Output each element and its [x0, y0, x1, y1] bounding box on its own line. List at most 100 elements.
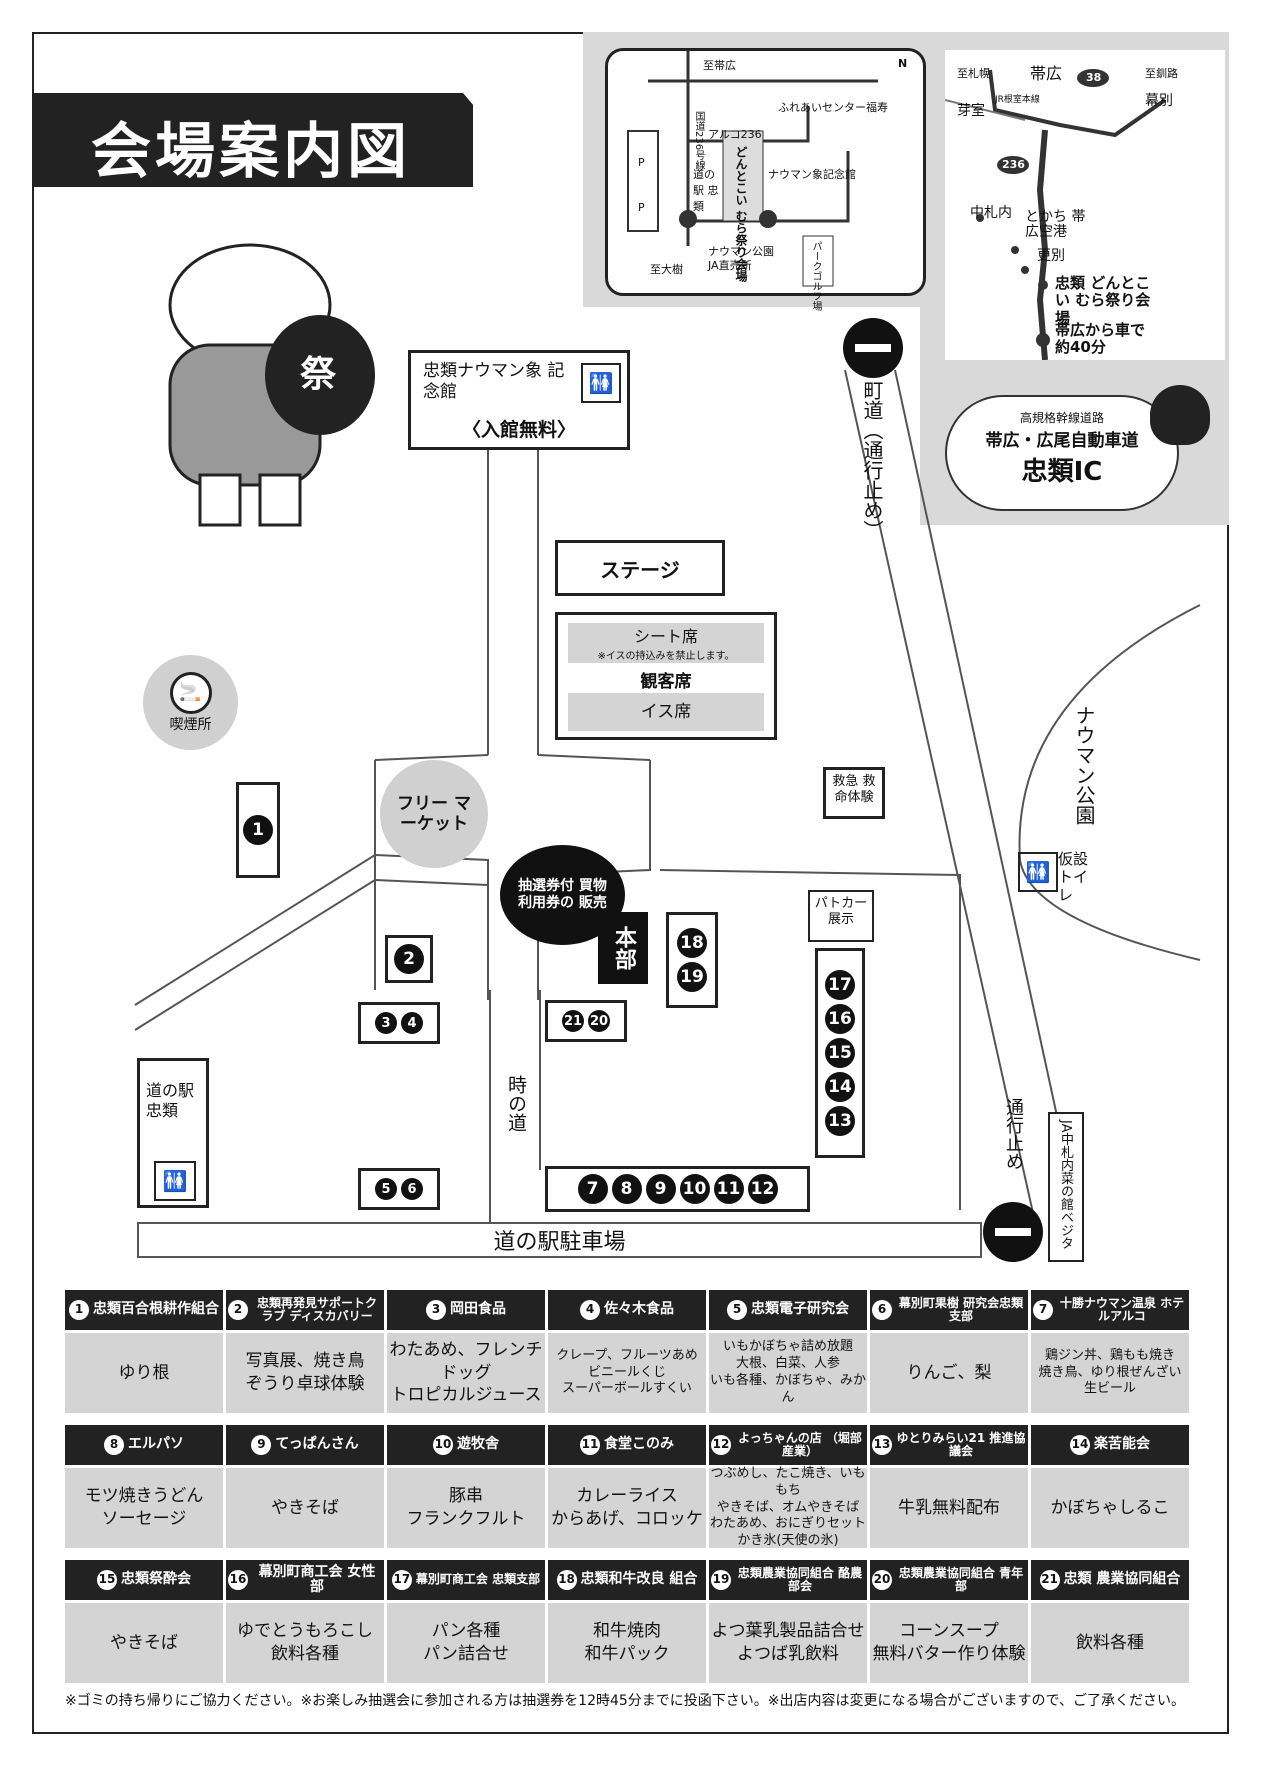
- booth-number: 16: [228, 1570, 248, 1590]
- area-kushiro: 至釧路: [1145, 67, 1178, 80]
- booth-number: 17: [391, 1570, 412, 1590]
- booth-number: 6: [872, 1300, 892, 1320]
- fan-text: 祭: [300, 354, 337, 395]
- flea-label: フリー マーケット: [397, 793, 471, 834]
- booth-items: よつ葉乳製品詰合せ よつば乳飲料: [709, 1603, 867, 1683]
- access-map: 至帯広 至大樹 国道236号線 ふれあいセンター福寿 アルコ236 道の駅 忠類…: [605, 48, 926, 311]
- parking-label: 道の駅駐車場: [493, 1230, 626, 1255]
- booth-number: 9: [251, 1435, 272, 1455]
- route-38-badge: 38: [1086, 71, 1102, 84]
- booth-number: 20: [872, 1570, 892, 1590]
- patrol-label: パトカー 展示: [814, 896, 868, 927]
- parking-bar: 道の駅駐車場: [137, 1222, 982, 1258]
- booth-items: カレーライス からあげ、コロッケ: [548, 1468, 706, 1548]
- seat-note: ※イスの持込みを禁止します。: [597, 651, 735, 662]
- parking-icon: P: [638, 156, 645, 169]
- smoking-icon: 🚬: [169, 671, 212, 714]
- booth-number: 10: [433, 1435, 453, 1455]
- booth-number: 11: [580, 1435, 600, 1455]
- booth-name: エルパソ: [128, 1436, 184, 1453]
- booth-number: 14: [1070, 1435, 1090, 1455]
- booth-number: 15: [97, 1570, 117, 1590]
- booth-card-20: 20 忠類農業協同組合 青年部コーンスープ 無料バター作り体験: [870, 1560, 1028, 1683]
- area-map-roads: [945, 69, 1167, 360]
- booth-number: 13: [872, 1435, 892, 1455]
- booth-number: 4: [580, 1300, 600, 1320]
- booth-name: 十勝ナウマン温泉 ホテルアルコ: [1059, 1295, 1185, 1323]
- road-closed-icon: [983, 1202, 1043, 1262]
- ic-line2: 帯広・広尾自動車道: [985, 431, 1139, 451]
- booth-number: 5: [727, 1300, 747, 1320]
- parking-icon: P: [638, 201, 645, 214]
- area-nakasatsunai: 中札内: [970, 205, 1012, 221]
- machi-road-label: 町道（通行止め）: [860, 380, 884, 540]
- booth-items: やきそば: [65, 1603, 223, 1683]
- mascot-crow-icon: [1150, 385, 1210, 445]
- booth-items: コーンスープ 無料バター作り体験: [870, 1603, 1028, 1683]
- booth-name: 忠類祭酔会: [121, 1571, 191, 1588]
- access-park: ナウマン公園: [708, 245, 774, 258]
- smoking-label: 喫煙所: [169, 716, 212, 733]
- booth-name: 楽苦能会: [1094, 1436, 1150, 1453]
- ic-line1: 高規格幹線道路: [1019, 411, 1104, 425]
- booth-items: やきそば: [226, 1468, 384, 1548]
- museum-box: 忠類ナウマン象 記念館 〈入館無料〉 🚻: [408, 350, 630, 450]
- booth-name: 忠類再発見サポートクラブ ディスカバリー: [256, 1295, 377, 1323]
- booth-2[interactable]: 2: [385, 935, 433, 983]
- booth-name: 忠類農業協同組合 青年部: [898, 1565, 1024, 1593]
- access-station: 道の駅 忠類: [693, 168, 719, 213]
- booth-name: 忠類百合根耕作組合: [93, 1301, 219, 1318]
- access-arco: アルコ236: [708, 128, 762, 141]
- booth-header: 6 幕別町果樹 研究会忠類支部: [870, 1290, 1028, 1330]
- audience-label: 観客席: [568, 667, 764, 692]
- booth-items: モツ焼きうどん ソーセージ: [65, 1468, 223, 1548]
- booth-items: わたあめ、フレンチドッグ トロピカルジュース: [387, 1333, 545, 1413]
- booth-items: クレープ、フルーツあめ ビニールくじ スーパーボールすくい: [548, 1333, 706, 1413]
- booth-card-6: 6 幕別町果樹 研究会忠類支部りんご、梨: [870, 1290, 1028, 1413]
- booth-name: 忠類農業協同組合 酪農部会: [737, 1565, 863, 1593]
- area-venue: 忠類 どんとこい むら祭り会場: [1055, 274, 1151, 327]
- booth-header: 19 忠類農業協同組合 酪農部会: [709, 1560, 867, 1600]
- footnote: ※ゴミの持ち帰りにご協力ください。※お楽しみ抽選会に参加される方は抽選券を12時…: [65, 1693, 1185, 1709]
- booth-name: 遊牧舎: [457, 1436, 499, 1453]
- booth-1[interactable]: 1: [236, 782, 280, 878]
- booth-items: いもかぼちゃ詰め放題 大根、白菜、人参 いも各種、かぼちゃ、みかん: [709, 1333, 867, 1413]
- booth-name: よっちゃんの店 （堀部産業）: [738, 1430, 862, 1458]
- booth-name: 幕別町果樹 研究会忠類支部: [898, 1295, 1024, 1323]
- booth-items: りんご、梨: [870, 1333, 1028, 1413]
- booth-number: 8: [104, 1435, 124, 1455]
- patrol-box: パトカー 展示: [808, 890, 874, 942]
- area-memuro: 芽室: [957, 103, 985, 119]
- booth-number: 3: [426, 1300, 446, 1320]
- access-to-taiki: 至大樹: [650, 263, 683, 276]
- booth-number: 19: [711, 1570, 731, 1590]
- booth-name: 忠類和牛改良 組合: [580, 1571, 698, 1588]
- station-label: 道の駅 忠類: [146, 1081, 195, 1120]
